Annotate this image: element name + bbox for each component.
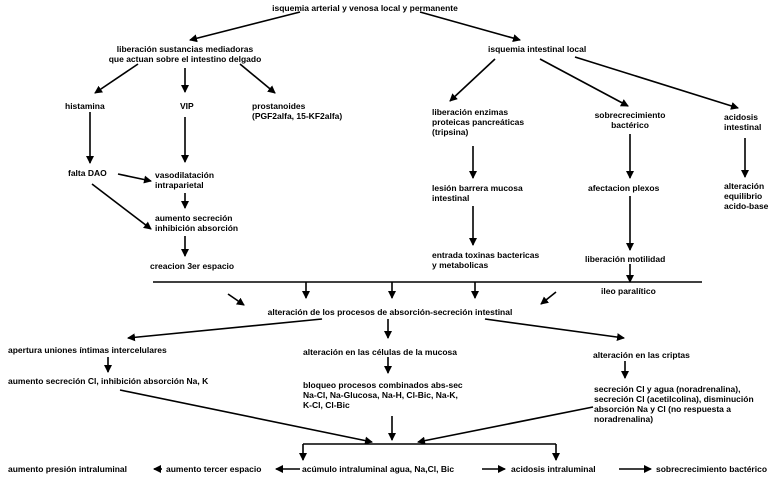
node-secrecion-cl-agua: secreción Cl y agua (noradrenalina), sec… [594,384,754,424]
node-lesion-line1: lesión barrera mucosa [432,183,523,193]
node-vip: VIP [180,101,194,111]
arrow-isquemia-enzimas [449,58,496,102]
node-equilibrio-line3: acido-base [724,201,769,211]
node-presion-intraluminal: aumento presión intraluminal [8,464,128,474]
node-vasodilatacion-line2: intraparietal [155,180,204,190]
node-toxinas: entrada toxinas bactericas y metabolicas [432,250,539,270]
node-prostanoides-line1: prostanoides [252,101,306,111]
node-isquemia-local: isquemia intestinal local [488,44,587,54]
node-toxinas-line1: entrada toxinas bactericas [432,250,540,260]
node-mediadores-line1: liberación sustancias mediadoras [116,44,254,54]
node-acumulo-intraluminal: acúmulo intraluminal agua, Na,Cl, Bic [302,464,455,474]
node-tercer-espacio: aumento tercer espacio [166,464,262,474]
arrow-dao-vasodilatacion [117,173,152,184]
node-equilibrio-line2: equilibrio [724,191,763,201]
node-lesion-barrera: lesión barrera mucosa intestinal [432,183,523,203]
arrow-mediadores-prostanoides [239,63,276,94]
node-vasodilatacion-line1: vasodilatación [155,170,215,180]
node-ileo-paralitico: ileo paralítico [601,286,656,296]
node-enzimas-line1: liberación enzimas [432,107,509,117]
node-acidosis-line2: intestinal [724,122,762,132]
arrow-alteracion-uniones [127,318,323,342]
node-enzimas-line2: proteicas pancreáticas [432,117,525,127]
arrow-secrecion-acumulo [417,406,594,445]
node-alteracion-equilibrio: alteración equilibrio acido-base [724,181,768,211]
node-enzimas: liberación enzimas proteicas pancreática… [432,107,524,137]
node-mediadores-line2: que actuan sobre el intestino delgado [108,54,262,64]
node-acidosis-line1: acidosis [724,112,759,122]
node-criptas: alteración en las criptas [593,350,690,360]
node-aumento-secrecion: aumento secreción inhibición absorción [155,213,238,233]
node-afectacion-plexos: afectacion plexos [588,183,660,193]
node-falta-dao: falta DAO [68,168,107,178]
node-sobrecrecimiento-bacteriano: sobrecrecimiento bactérico [656,464,768,474]
arrow-bar-1 [227,293,245,306]
arrow-dao-aumento-secrecion [91,183,152,230]
arrow-mediadores-histamina [94,63,139,94]
node-prostanoides-line2: (PGF2alfa, 15-KF2alfa) [252,111,343,121]
node-secrecion-line3: absorción Na y Cl (no respuesta a [594,404,731,414]
node-secrecion-line2: secreción Cl (acetilcolina), disminución [594,394,754,404]
arrow-isquemia-sobrecrecimiento [539,58,629,107]
node-aumento-secrecion-line1: aumento secreción [155,213,233,223]
node-toxinas-line2: y metabolicas [432,260,489,270]
arrow-alteracion-criptas [484,318,625,342]
node-aumento-secrecion-cl: aumento secreción Cl, inhibición absorci… [8,376,209,386]
node-bloqueo-line3: K-Cl, Cl-Bic [303,400,350,410]
node-histamina: histamina [65,101,105,111]
node-secrecion-line4: noradrenalina) [594,414,654,424]
node-sobrecrecimiento: sobrecrecimiento bactérico [590,110,670,130]
node-alteracion-procesos: alteración de los procesos de absorción-… [267,307,513,317]
node-creacion-tercer-espacio: creacion 3er espacio [150,261,235,271]
arrow-bar-5 [540,291,557,305]
node-apertura-uniones: apertura uniones íntimas intercelulares [8,345,167,355]
node-lesion-line2: intestinal [432,193,470,203]
node-acidosis-intestinal: acidosis intestinal [724,112,761,132]
node-prostanoides: prostanoides (PGF2alfa, 15-KF2alfa) [252,101,342,121]
node-acidosis-intraluminal: acidosis intraluminal [511,464,596,474]
node-vasodilatacion: vasodilatación intraparietal [155,170,214,190]
node-celulas-mucosa: alteración en las células de la mucosa [303,347,458,357]
node-enzimas-line3: (tripsina) [432,127,469,137]
node-aumento-secrecion-line2: inhibición absorción [155,223,239,233]
node-sobrecrecimiento-line2: bactérico [611,120,649,130]
node-motilidad: liberación motilidad [585,254,666,264]
node-secrecion-line1: secreción Cl y agua (noradrenalina), [594,384,741,394]
node-bloqueo-procesos: bloqueo procesos combinados abs-sec Na-C… [303,380,463,410]
node-sobrecrecimiento-line1: sobrecrecimiento [594,110,666,120]
arrow-root-mediadores [189,11,301,43]
arrow-root-isquemia-local [419,11,521,42]
node-bloqueo-line2: Na-Cl, Na-Glucosa, Na-H, Cl-Bic, Na-K, [303,390,458,400]
node-equilibrio-line1: alteración [724,181,765,191]
node-mediadores: liberación sustancias mediadoras que act… [100,44,270,64]
arrow-isquemia-acidosis [574,56,739,110]
arrow-aumento-cl-acumulo [119,389,373,445]
node-bloqueo-line1: bloqueo procesos combinados abs-sec [303,380,463,390]
node-root: isquemia arterial y venosa local y perma… [272,3,458,13]
